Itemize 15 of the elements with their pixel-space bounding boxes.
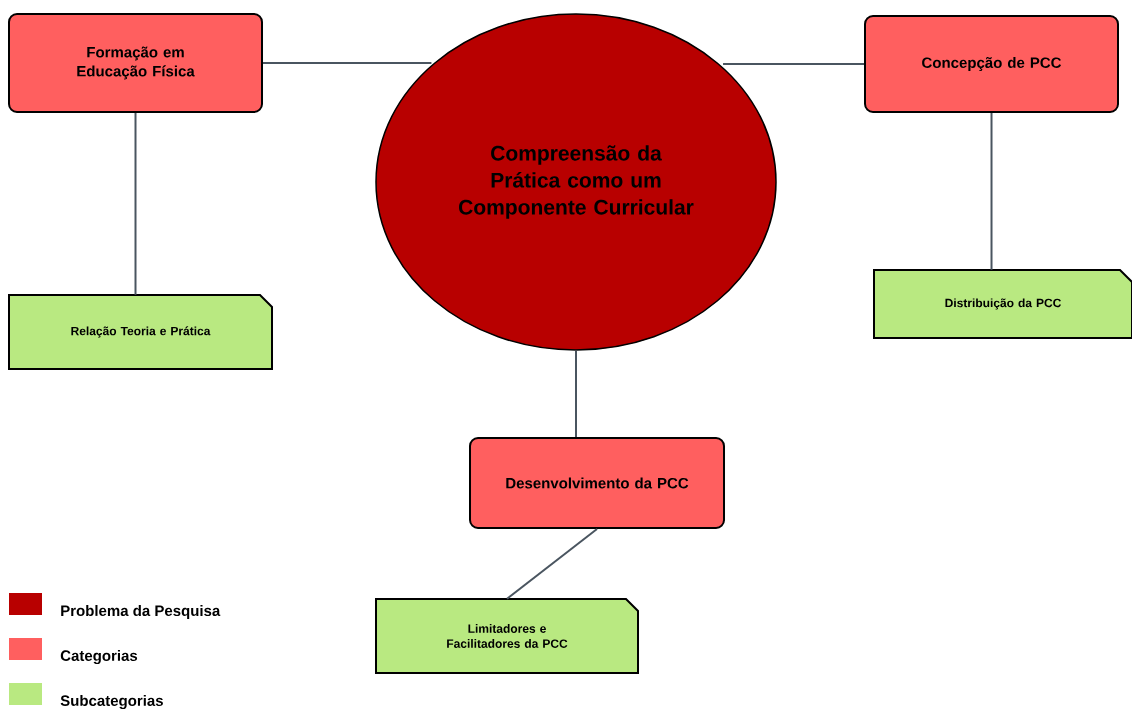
subcategory-box: Limitadores e Facilitadores da PCC [375, 598, 639, 674]
connector-line [990, 112, 993, 271]
connector-line [575, 349, 577, 438]
connector-line [134, 112, 137, 296]
legend-label: Categorias [60, 650, 138, 665]
category-box: Formação em Educação Física [8, 13, 263, 113]
connector-line [506, 528, 598, 600]
category-box: Concepção de PCC [864, 15, 1119, 113]
legend-label: Problema da Pesquisa [61, 605, 221, 619]
category-box: Desenvolvimento da PCC [469, 437, 725, 529]
subcategory-box: Distribuição da PCC [873, 269, 1132, 339]
legend-label: Subcategorias [60, 695, 163, 710]
connector-line [722, 63, 865, 65]
connector-line [262, 62, 433, 64]
subcategory-box: Relação Teoria e Prática [8, 294, 273, 370]
